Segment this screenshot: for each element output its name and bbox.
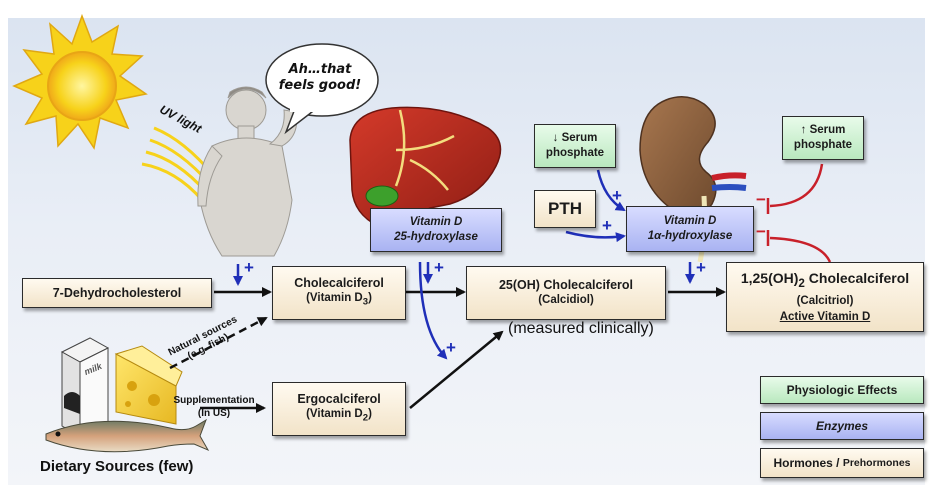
- minus-sign: −: [756, 190, 766, 209]
- calcitriol-title: 1,25(OH)2 Cholecalciferol: [741, 269, 909, 293]
- low-phosphate-line1: ↓ Serum: [552, 132, 598, 144]
- calcitriol-title-b: Cholecalciferol: [804, 270, 910, 287]
- legend-enzymes: Enzymes: [760, 412, 924, 440]
- plus-sign: +: [446, 338, 456, 357]
- legend-enzymes-label: Enzymes: [815, 419, 869, 433]
- plus-sign: +: [602, 216, 612, 235]
- stimulatory-arrows: [233, 169, 695, 360]
- cholecalciferol-subtitle: (Vitamin D3): [306, 291, 372, 309]
- calcidiol-box: 25(OH) Cholecalciferol (Calcidiol): [466, 266, 666, 320]
- sun-icon: [12, 13, 148, 150]
- cholecalciferol-subtitle-close: ): [368, 292, 372, 305]
- cheese-icon: [114, 345, 183, 425]
- liver-illustration: [349, 106, 502, 227]
- vitamin-d-25-hydroxylase-box: Vitamin D 25-hydroxylase: [370, 208, 502, 252]
- hydroxylase1a-line1: Vitamin D: [663, 215, 717, 227]
- dietary-sources-label: Dietary Sources (few): [40, 458, 194, 475]
- measured-clinically-note: (measured clinically): [508, 320, 654, 337]
- calcitriol-subtitle: (Calcitriol): [796, 294, 854, 307]
- calcitriol-title-a: 1,25(OH): [740, 270, 799, 287]
- plus-sign: +: [696, 258, 706, 277]
- calcitriol-box: 1,25(OH)2 Cholecalciferol (Calcitriol) A…: [726, 262, 924, 332]
- ergocalciferol-subtitle-text: (Vitamin D: [306, 408, 363, 421]
- ergocalciferol-subscript: 2: [362, 412, 369, 424]
- hydroxylase25-line2: 25-hydroxylase: [394, 231, 478, 243]
- low-phosphate-line2: phosphate: [545, 147, 605, 159]
- inhibitory-lines: [766, 163, 832, 263]
- pathway-arrows: [169, 287, 726, 413]
- low-serum-phosphate-box: ↓ Serum phosphate: [534, 124, 616, 168]
- calcitriol-active-label: Active Vitamin D: [779, 310, 871, 323]
- high-phosphate-line1: ↑ Serum: [800, 124, 846, 136]
- pth-label: PTH: [548, 199, 582, 218]
- legend-hormones-label: Hormones /: [773, 456, 843, 470]
- speech-bubble-line1: Ah…that: [288, 62, 352, 77]
- supplementation-line2: (In US): [197, 408, 231, 419]
- speech-bubble-shape: [265, 43, 379, 135]
- cholecalciferol-subscript: 3: [362, 296, 369, 308]
- plus-sign: +: [612, 186, 622, 205]
- supplementation-label: Supplementation (In US): [168, 394, 260, 420]
- supplementation-line1: Supplementation: [173, 395, 255, 406]
- dehydrocholesterol-label: 7-Dehydrocholesterol: [52, 285, 182, 300]
- pth-box: PTH: [534, 190, 596, 228]
- dehydrocholesterol-box: 7-Dehydrocholesterol: [22, 278, 212, 308]
- cholecalciferol-box: Cholecalciferol (Vitamin D3): [272, 266, 406, 320]
- high-serum-phosphate-box: ↑ Serum phosphate: [782, 116, 864, 160]
- ergocalciferol-subtitle-close: ): [368, 408, 372, 421]
- legend-prehormones-label: Prehormones: [842, 457, 911, 469]
- plus-sign: +: [244, 258, 254, 277]
- calcitriol-subscript: 2: [798, 276, 805, 290]
- ergocalciferol-subtitle: (Vitamin D2): [306, 407, 372, 425]
- ergocalciferol-title: Ergocalciferol: [297, 392, 381, 407]
- plus-sign: +: [434, 258, 444, 277]
- legend-hormones: Hormones / Prehormones: [760, 448, 924, 478]
- fish-icon: [45, 418, 210, 453]
- cholecalciferol-title: Cholecalciferol: [294, 276, 384, 291]
- vitamin-d-1a-hydroxylase-box: Vitamin D 1α-hydroxylase: [626, 206, 754, 252]
- speech-bubble-text: Ah…that feels good!: [270, 62, 370, 94]
- legend-physiologic-effects: Physiologic Effects: [760, 376, 924, 404]
- ergocalciferol-box: Ergocalciferol (Vitamin D2): [272, 382, 406, 436]
- hydroxylase1a-line2: 1α-hydroxylase: [647, 230, 733, 242]
- cholecalciferol-subtitle-text: (Vitamin D: [306, 292, 363, 305]
- statue-figure: [197, 86, 298, 257]
- calcidiol-subtitle: (Calcidiol): [538, 294, 594, 306]
- speech-bubble-line2: feels good!: [278, 78, 362, 93]
- hydroxylase25-line1: Vitamin D: [409, 216, 463, 228]
- calcidiol-title: 25(OH) Cholecalciferol: [498, 278, 634, 292]
- minus-sign: −: [756, 222, 766, 241]
- high-phosphate-line2: phosphate: [793, 139, 853, 151]
- legend-physiologic-label: Physiologic Effects: [786, 383, 898, 397]
